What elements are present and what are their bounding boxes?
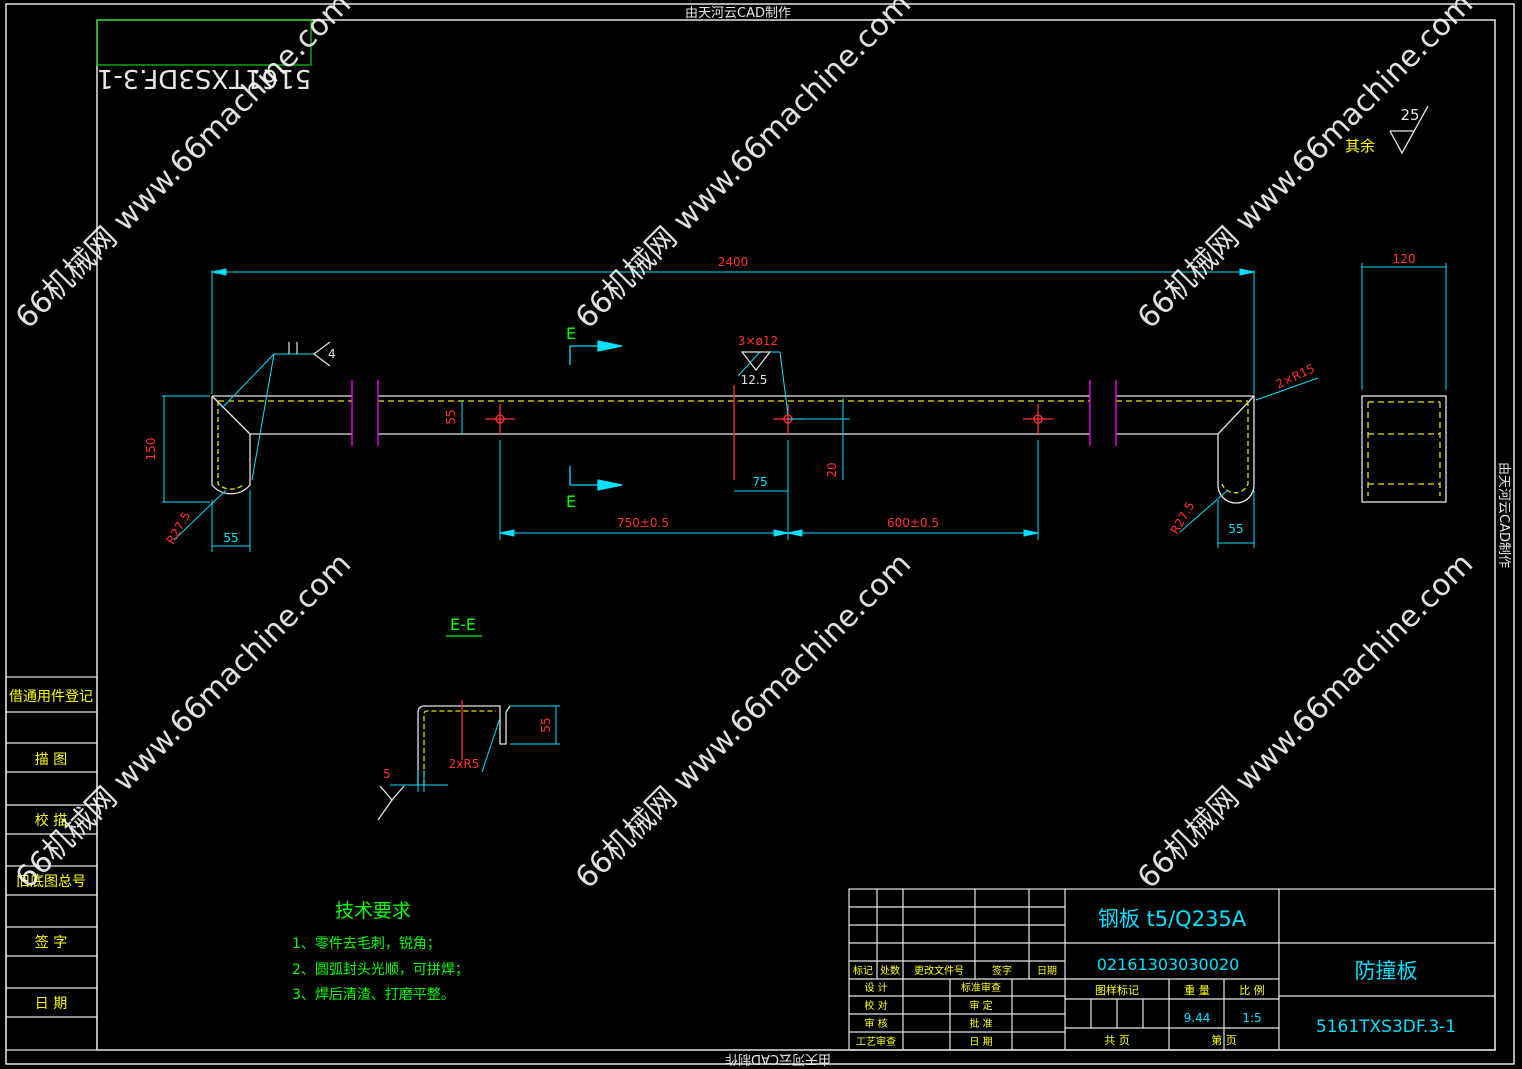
dim-120: 120 xyxy=(1393,252,1416,266)
tb-sign-r4: 日 期 xyxy=(969,1036,992,1048)
section-dim-5: 5 xyxy=(383,767,391,781)
watermark-1: 66机械网 www.66machine.com xyxy=(9,0,358,336)
tb-col-h1: 图样标记 xyxy=(1095,983,1139,997)
main-view xyxy=(211,380,1255,504)
section-dim-55: 55 xyxy=(539,717,553,732)
roughness-symbol: 25 其余 xyxy=(1345,105,1429,155)
left-strip-label: 签 字 xyxy=(35,934,67,951)
mirrored-code-box xyxy=(96,19,312,66)
left-strip-label: 借通用件登记 xyxy=(9,689,93,705)
bottom-note: 由天河云CAD制作 xyxy=(725,1051,831,1066)
roughness-value: 25 xyxy=(1400,106,1419,124)
tb-weight: 9.44 xyxy=(1184,1011,1211,1025)
hole-roughness-symbol xyxy=(740,351,772,371)
tb-scale: 1:5 xyxy=(1242,1011,1261,1025)
section-marks xyxy=(569,340,623,491)
section-dim-r5: 2xR5 xyxy=(449,757,480,771)
dim-150: 150 xyxy=(144,438,158,461)
tb-col-h3: 比 例 xyxy=(1239,983,1265,997)
inner-frame xyxy=(96,19,1496,1051)
tb-sign-r2: 审 定 xyxy=(969,999,992,1012)
weld-size: 4 xyxy=(328,347,336,361)
title-block xyxy=(848,888,1496,1051)
tb-rev-h5: 日期 xyxy=(1037,965,1057,977)
tb-total-pages: 共 页 xyxy=(1104,1034,1130,1047)
watermark-4: 66机械网 www.66machine.com xyxy=(9,546,358,895)
section-title: E-E xyxy=(450,615,476,634)
tb-rev-h1: 标记 xyxy=(853,965,873,977)
watermark-3: 66机械网 www.66machine.com xyxy=(1131,0,1480,336)
mirrored-code: 5161TXS3DF.3-1 xyxy=(97,63,311,93)
tb-sign-l2: 校 对 xyxy=(864,999,887,1012)
dim-55-right: 55 xyxy=(1228,522,1243,536)
tb-page-no: 第 页 xyxy=(1211,1033,1237,1047)
outer-frame xyxy=(5,3,1515,1065)
tb-rev-h3: 更改文件号 xyxy=(914,964,964,977)
tb-material: 钢板 t5/Q235A xyxy=(1098,907,1247,931)
section-mark-bottom: E xyxy=(566,492,576,511)
tech-item-3: 3、焊后清渣、打磨平整。 xyxy=(292,986,455,1003)
roughness-label: 其余 xyxy=(1345,137,1375,155)
dim-12-5: 12.5 xyxy=(741,373,768,387)
section-profile xyxy=(377,700,560,821)
tb-sign-r3: 批 准 xyxy=(969,1017,992,1030)
left-strip-label: 旧底图总号 xyxy=(16,874,86,890)
tb-part-name: 防撞板 xyxy=(1355,959,1418,983)
watermark-2: 66机械网 www.66machine.com xyxy=(569,0,918,336)
dim-hole-spec: 3×ø12 xyxy=(738,334,778,348)
tb-rev-h4: 签字 xyxy=(992,964,1012,977)
tb-sign-r1: 标准审查 xyxy=(961,981,1001,994)
left-strip-label: 描 图 xyxy=(35,752,67,768)
tb-drawing-no: 02161303030020 xyxy=(1097,955,1240,974)
main-dimensions xyxy=(162,263,1447,552)
tech-item-2: 2、圆弧封头光顺，可拼焊； xyxy=(292,962,469,978)
watermark-6: 66机械网 www.66machine.com xyxy=(1131,546,1480,895)
tech-item-1: 1、零件去毛刺，锐角； xyxy=(292,936,441,952)
dim-750: 750±0.5 xyxy=(617,516,669,530)
tech-title: 技术要求 xyxy=(335,900,411,922)
side-view xyxy=(1361,395,1447,503)
tb-code: 5161TXS3DF.3-1 xyxy=(1316,1017,1456,1037)
tb-sign-l4: 工艺审查 xyxy=(856,1035,896,1048)
top-note: 由天河云CAD制作 xyxy=(685,6,791,21)
weld-symbol xyxy=(288,341,331,367)
tb-sign-l3: 审 核 xyxy=(864,1017,887,1030)
dim-75: 75 xyxy=(752,475,767,489)
dim-20: 20 xyxy=(825,462,839,477)
right-note: 由天河云CAD制作 xyxy=(1496,462,1511,568)
dim-600: 600±0.5 xyxy=(887,516,939,530)
tb-rev-h2: 处数 xyxy=(880,964,900,977)
dim-2400: 2400 xyxy=(718,255,749,269)
dim-2xr15: 2×R15 xyxy=(1274,361,1317,391)
dim-r27-right: R27.5 xyxy=(1168,499,1198,536)
left-strip xyxy=(5,676,98,1051)
tb-col-h2: 重 量 xyxy=(1184,983,1210,997)
dim-55-height: 55 xyxy=(444,409,458,424)
watermark-5: 66机械网 www.66machine.com xyxy=(569,546,918,895)
left-strip-label: 校 描 xyxy=(35,812,67,829)
tb-sign-l1: 设 计 xyxy=(864,981,887,994)
section-mark-top: E xyxy=(566,324,576,343)
left-strip-label: 日 期 xyxy=(35,996,67,1012)
dim-r27-left: R27.5 xyxy=(164,509,194,546)
watermarks: 66机械网 www.66machine.com 66机械网 www.66mach… xyxy=(9,0,1480,896)
dim-55-left: 55 xyxy=(223,531,238,545)
